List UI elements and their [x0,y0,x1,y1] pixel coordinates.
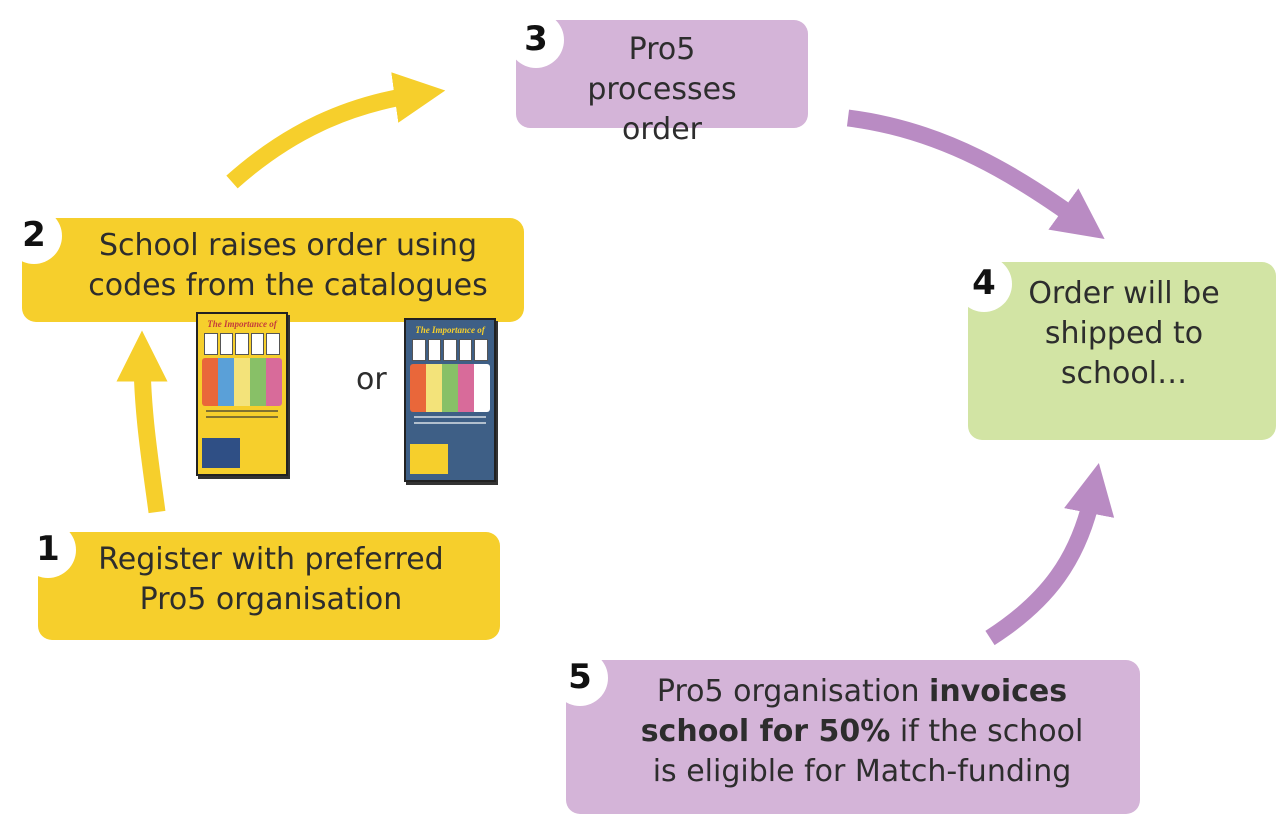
catalogue-logo-block [202,438,240,468]
step-5-text-before: Pro5 organisation [656,674,930,709]
catalogue-cover-yellow: The Importance of [196,312,288,476]
arrow-1-to-2 [116,330,168,514]
step-4-box: Order will be shipped to school… [968,262,1276,440]
arrow-3-to-4 [846,109,1105,239]
catalogue-blue-title: The Importance of [415,325,485,335]
step-1-number: 1 [20,522,76,578]
step-3-number: 3 [508,12,564,68]
catalogue-yellow-title: The Importance of [207,319,277,329]
step-2-number: 2 [6,208,62,264]
step-5-number: 5 [552,650,608,706]
step-5-bold-invoices: invoices [929,674,1068,709]
step-1-box: Register with preferred Pro5 organisatio… [38,532,500,640]
step-3-text: Pro5 processes order [587,32,737,147]
or-label: or [356,362,387,397]
step-4-text: Order will be shipped to school… [1028,276,1220,391]
step-5-bold-school-percent: school for 50% [640,714,891,749]
step-5-text-after: if the school is eligible for Match-fund… [652,714,1084,789]
arrow-2-to-3 [226,72,446,189]
step-5-box: Pro5 organisation invoices school for 50… [566,660,1140,814]
step-2-box: School raises order using codes from the… [22,218,524,322]
phonics-letters-image [204,333,280,355]
step-2-text: School raises order using codes from the… [88,228,488,303]
phonics-letters-image-2 [412,339,488,361]
children-illustration [202,358,282,406]
children-illustration-2 [410,364,490,412]
arrow-5-to-4 [985,462,1115,646]
catalogue-cover-blue: The Importance of [404,318,496,482]
catalogue-logo-block-2 [410,444,448,474]
step-5-text: Pro5 organisation invoices school for 50… [566,660,1140,792]
step-1-text: Register with preferred Pro5 organisatio… [98,542,444,617]
step-3-box: Pro5 processes order [516,20,808,147]
step-4-number: 4 [956,256,1012,312]
